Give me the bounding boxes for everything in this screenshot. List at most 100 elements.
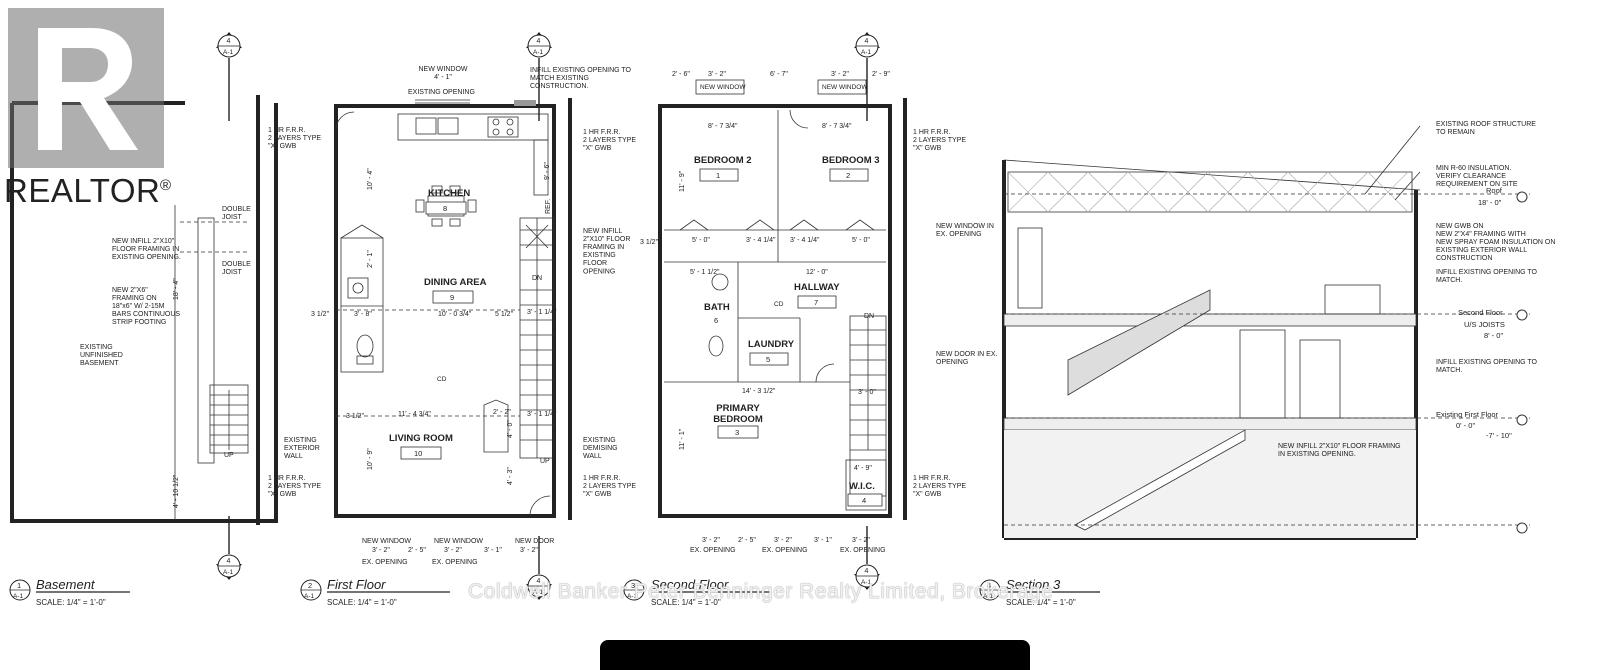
section-marker-number: 4 [537,38,541,45]
second-floor-dim-closet-1: 5' - 0" [692,237,710,244]
basement-stair-up-label: UP [224,452,234,459]
first-floor-bottom-gap-1: 2' - 5" [408,547,426,554]
second-floor-bottom-ex-opening-2: EX. OPENING [762,547,808,554]
view-4-sheet: A-1 [983,593,994,600]
basement-outline [10,103,278,523]
basement-stair [209,384,249,454]
second-floor-outline [658,104,892,518]
room-wic-label: W.I.C. [849,481,875,492]
kitchen-counter [397,113,549,196]
room-wic-number: 4 [862,496,866,505]
room-hallway-number: 7 [814,298,818,307]
first-floor-bottom-gap-2: 3' - 1" [484,547,502,554]
first-floor-dim-5: 3 1/2" [311,311,330,318]
first-floor-bottom-new-window-2: NEW WINDOW [434,538,483,545]
second-floor-window-2 [817,79,867,95]
section-marker: 4A-1 [526,32,552,121]
view-4-number: 4 [987,581,991,590]
second-floor-bottom-dim-3: 3' - 2" [774,537,792,544]
level-first-floor-name: Existing First Floor [1436,410,1499,419]
first-floor-dim-4: 3' - 8" [354,311,372,318]
room-bedroom-3-number: 2 [846,171,850,180]
section-marker-sheet: A-1 [223,49,234,56]
section-marker-number: 4 [227,558,231,565]
second-floor-note-new-window-2: NEW WINDOW [822,84,868,91]
second-floor-dim-primary-height: 11' - 1" [679,428,686,450]
first-floor-dim-1: 10' - 4" [367,168,374,190]
second-floor-dim-side: 3 1/2" [640,239,659,246]
first-floor-bottom-new-door: NEW DOOR [515,538,554,545]
first-floor-bottom-new-window-1: NEW WINDOW [362,538,411,545]
second-floor-dim-closet-2: 3' - 4 1/4" [746,237,776,244]
section-roof-insulation [1007,171,1413,213]
powder-room [340,224,384,373]
brokerage-watermark: Coldwell Banker Peter Benninger Realty L… [468,580,1054,603]
section-note-new-door: NEW DOOR IN EX.OPENING [936,351,998,366]
first-floor-dim-7: 3' - 1 1/4" [527,309,557,316]
section-marker-number: 4 [865,38,869,45]
second-floor-dim-bath: 5' - 1 1/2" [690,269,720,276]
section-3-drawing: Roof 18' - 0" Second Floor U/S JOISTS 8'… [936,121,1555,540]
second-floor-bottom-dim-5: 3' - 2" [852,537,870,544]
section-markers: 4A-14A-14A-14A-14A-14A-1 [216,32,880,600]
basement-foundation-strip [197,217,215,464]
section-foundation [1004,430,1416,538]
first-floor-bottom-ex-opening-2: EX. OPENING [432,559,478,566]
room-bedroom-2-label: BEDROOM 2 [694,155,752,166]
first-floor-bottom-new-window-1-dim: 3' - 2" [372,547,390,554]
room-bedroom-3-label: BEDROOM 3 [822,155,880,166]
svg-text:®: ® [160,177,171,194]
level-roof-name: Roof [1486,186,1503,195]
first-floor-bottom-ex-opening-1: EX. OPENING [362,559,408,566]
view-1-scale: SCALE: 1/4" = 1'-0" [36,598,106,607]
view-3-sheet: A-1 [627,593,638,600]
first-floor-dim-2: 9' - 6" [544,162,551,180]
section-lower-stair [1074,429,1246,531]
second-floor-note-new-window-1: NEW WINDOW [700,84,746,91]
section-door [1239,329,1286,419]
first-floor-bottom-new-window-2-dim: 3' - 2" [444,547,462,554]
section-marker: 4A-1 [854,32,880,121]
basement-note-frr-top: 1 HR F.R.R.2 LAYERS TYPE"X" GWB [268,127,321,150]
section-window [1017,227,1043,309]
view-3-number: 3 [631,581,635,590]
first-floor-note-existing-opening: EXISTING OPENING [408,89,475,96]
first-floor-plan: KITCHEN 8 DINING AREA 9 LIVING ROOM 10 C… [284,66,636,566]
room-hallway-label: HALLWAY [794,282,840,293]
second-floor-dim-hallway: 12' - 0" [806,269,828,276]
room-dining-area-label: DINING AREA [424,277,487,288]
section-marker: 4A-1 [216,516,242,580]
level-roof-elev: 18' - 0" [1478,198,1502,207]
second-floor-dim-bedroom-2-height: 11' - 9" [679,170,686,192]
basement-dim-height: 18' - 4" [173,278,180,300]
room-kitchen-number: 8 [443,204,447,213]
walk-in-closet [845,459,887,511]
room-living-room-number: 10 [414,449,422,458]
first-floor-dim-11: 10' - 9" [367,448,374,470]
section-second-floor-slab [1003,313,1417,327]
section-marker-sheet: A-1 [533,49,544,56]
level-second-floor-name: Second Floor [1458,308,1503,317]
second-floor-note-frr-top: 1 HR F.R.R.2 LAYERS TYPE"X" GWB [913,129,966,152]
room-bath-number: 6 [714,316,718,325]
second-floor-dim-closet-4: 5' - 0" [852,237,870,244]
room-bedroom-2-number: 1 [716,171,720,180]
first-floor-dim-10: 2' - 2" [493,409,511,416]
first-floor-dim-8: 11' - 4 3/4" [398,411,431,418]
second-floor-window-1 [695,79,745,95]
second-floor-note-frr-bottom: 1 HR F.R.R.2 LAYERS TYPE"X" GWB [913,475,966,498]
first-floor-stair [519,217,555,459]
section-marker: 4A-1 [526,536,552,600]
view-1-number: 1 [17,581,21,590]
first-floor-door-swing [529,495,551,517]
